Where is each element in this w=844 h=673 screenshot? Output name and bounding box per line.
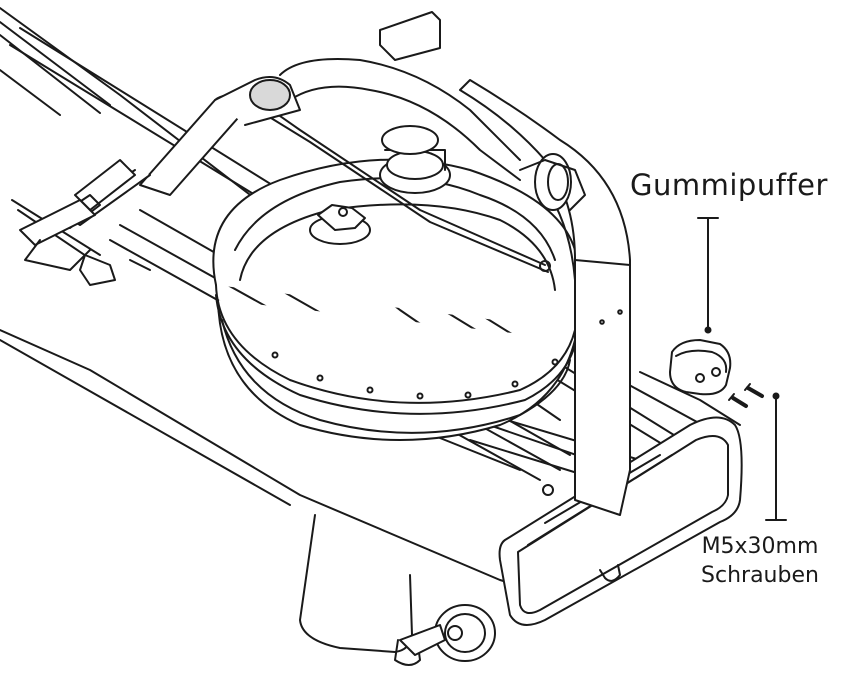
footrest-assembly [20, 200, 150, 285]
callout-leader-screws [766, 392, 786, 521]
transport-wheel [400, 605, 495, 661]
rubber-buffer-label: Gummipuffer [630, 168, 828, 202]
handle-arch [250, 12, 630, 515]
screw-pair [729, 384, 762, 406]
callout-leader-buffer [698, 218, 718, 334]
pulley-spindle [380, 126, 450, 193]
front-end-cap [500, 418, 742, 625]
screws-size-label: M5x30mm [701, 534, 819, 559]
screws-label: M5x30mm Schrauben [690, 532, 830, 590]
rubber-buffer-part [670, 340, 730, 394]
screws-name-label: Schrauben [701, 563, 819, 588]
water-tank [213, 160, 575, 440]
